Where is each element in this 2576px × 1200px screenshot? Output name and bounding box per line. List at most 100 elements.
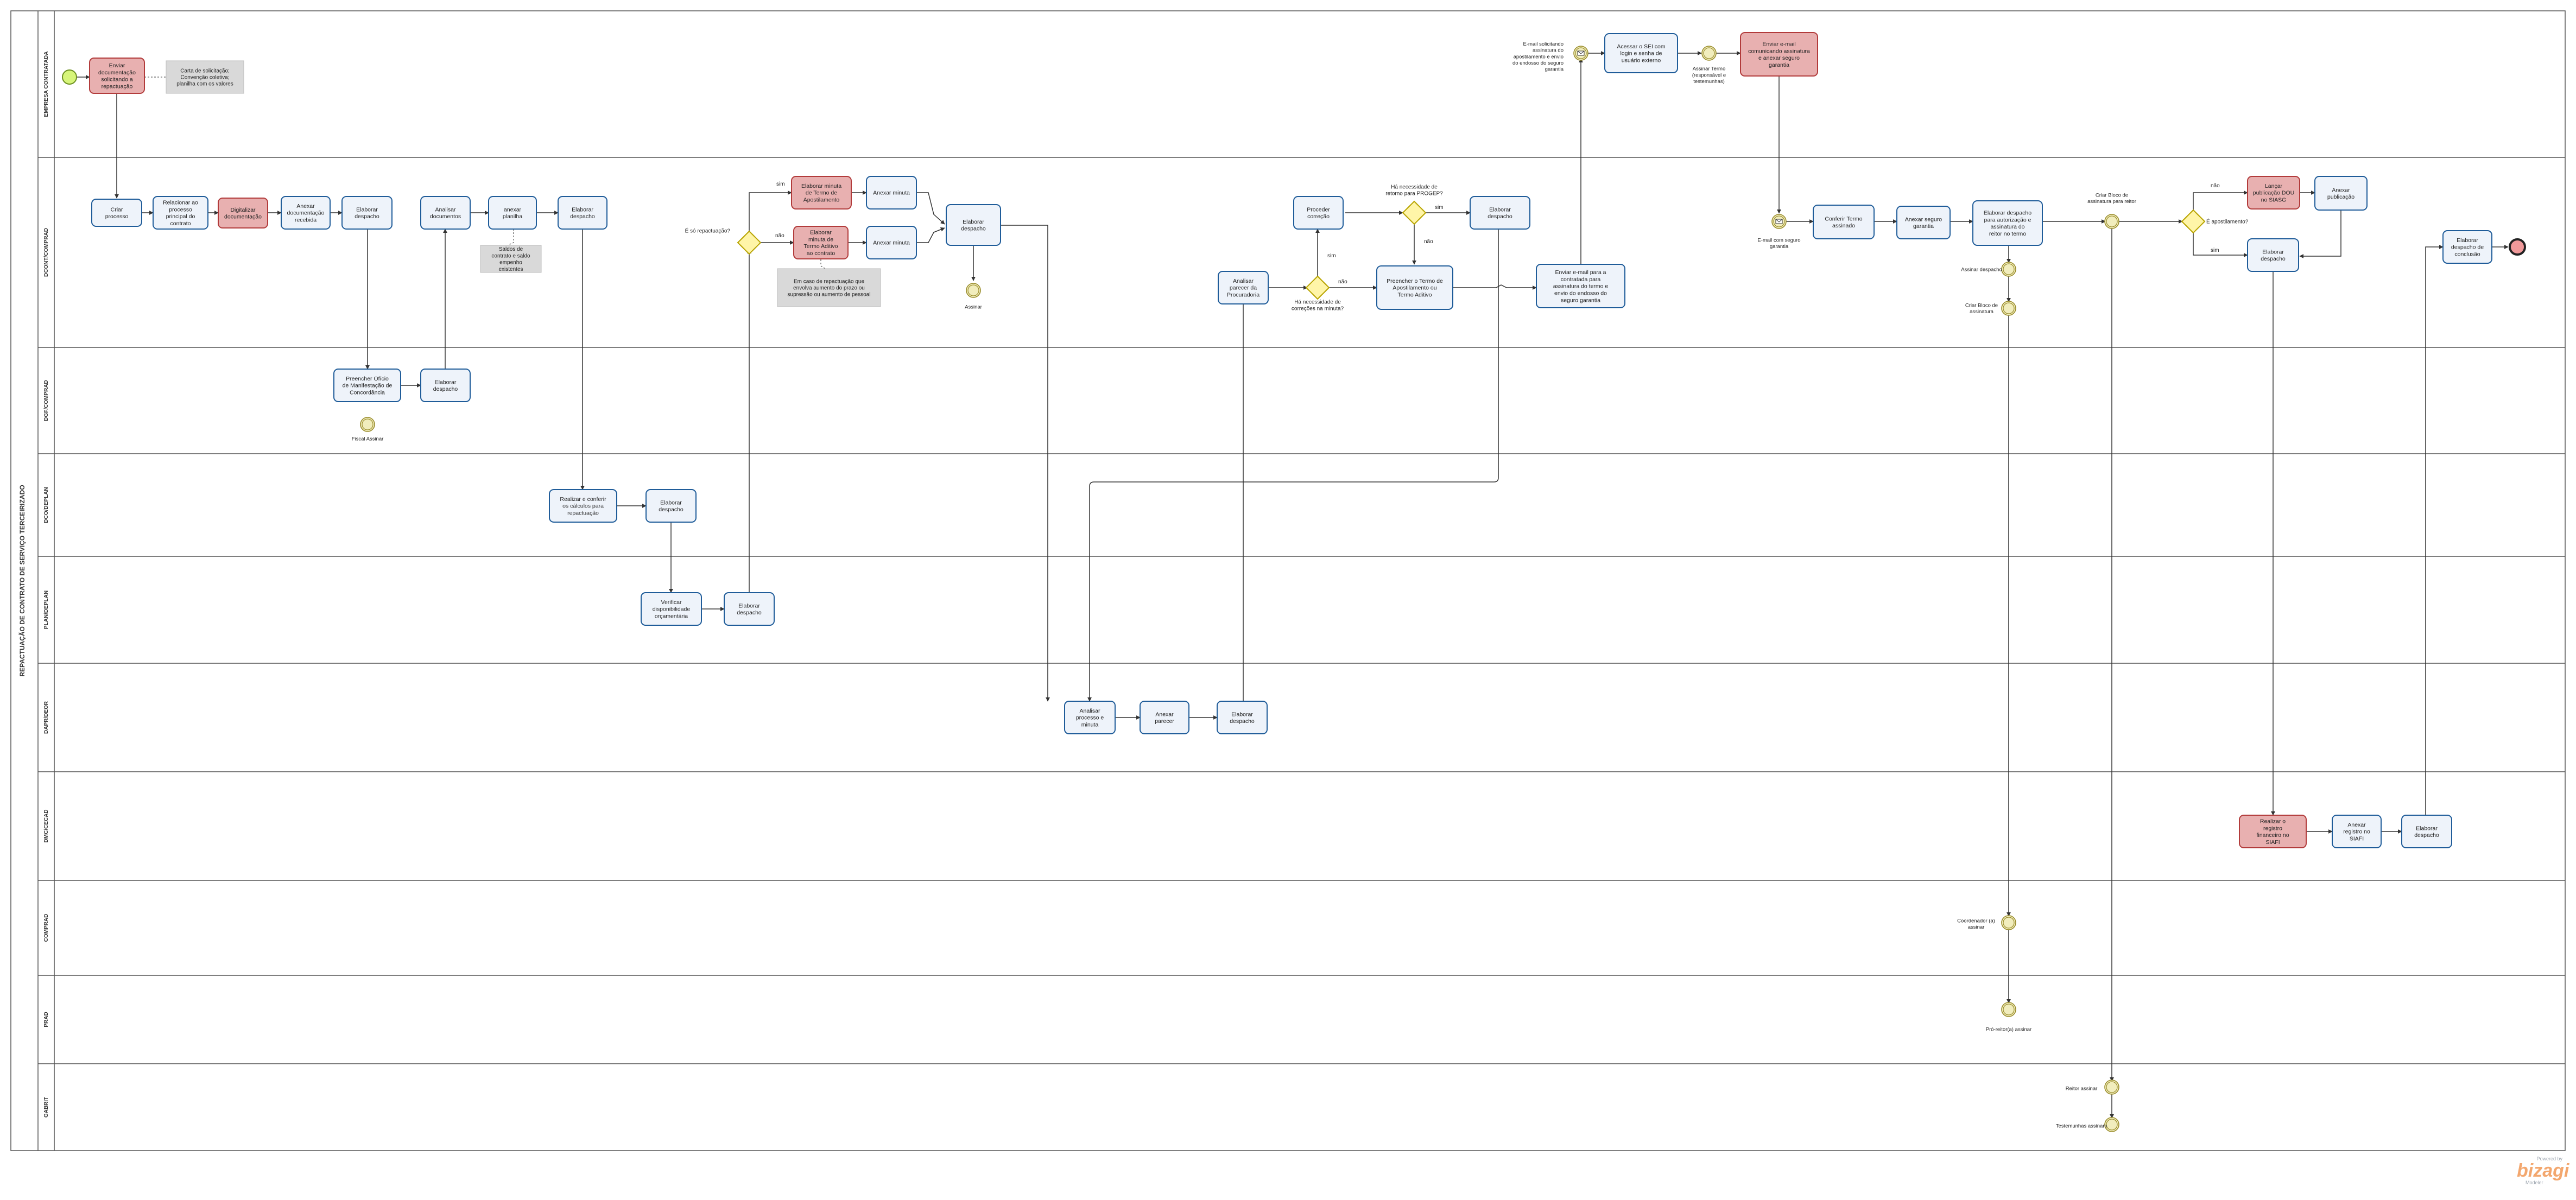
task-label: Anexar minuta (873, 240, 910, 246)
task-anexar-minuta-1[interactable]: Anexar minuta (866, 176, 917, 209)
task-anexar-minuta-2[interactable]: Anexar minuta (866, 226, 917, 259)
watermark-small: Powered by (2536, 1156, 2562, 1161)
end-event[interactable] (2509, 238, 2526, 256)
flow-condition-label: não (1424, 239, 1433, 245)
pool-title: REPACTUAÇÃO DE CONTRATO DE SERVIÇO TERCE… (18, 485, 26, 676)
lane-label: COMPRAD (43, 914, 49, 942)
lane: DCO/DEPLAN (38, 453, 2565, 523)
lane: DGF/COMPRAD (38, 347, 2565, 421)
intermediate-event-fiscal-assinar[interactable]: Fiscal Assinar (352, 417, 384, 442)
lane: DAPR/DEOR (38, 663, 2565, 734)
lane-label: DCONT/COMPRAD (43, 228, 49, 277)
lane-label: PRAD (43, 1012, 49, 1027)
intermediate-event-pro-reitor-assinar[interactable]: Pró-reitor(a) assinar (1986, 1002, 2031, 1032)
flow (916, 227, 945, 243)
flow-condition-label: não (1338, 279, 1347, 285)
intermediate-event-assinar-despacho[interactable]: Assinar despacho (1961, 262, 2016, 277)
event-label: Testemunhas assinam (2056, 1123, 2107, 1129)
lanes: EMPRESA CONTRATADADCONT/COMPRADDGF/COMPR… (38, 52, 2565, 1118)
annotation-text: Carta de solicitação;Convenção coletiva;… (176, 68, 233, 87)
lane: DMC/CECAD (38, 771, 2565, 843)
lane: PLAN/DEPLAN (38, 556, 2565, 629)
flow (916, 192, 945, 225)
intermediate-event-assinar-1[interactable]: Assinar (965, 283, 982, 310)
start-event[interactable] (62, 69, 77, 85)
event-label: Reitor assinar (2066, 1085, 2098, 1091)
flow (1453, 284, 1537, 290)
intermediate-event-testemunhas-assinam[interactable]: Testemunhas assinam (2056, 1117, 2119, 1132)
intermediate-event-reitor-assinar[interactable]: Reitor assinar (2066, 1080, 2119, 1095)
gateway-e-apostilamento[interactable]: É apostilamento? (2181, 209, 2249, 234)
gateway-e-so-repactuacao[interactable]: É só repactuação? (685, 227, 762, 255)
intermediate-event-coordenador-assinar[interactable]: Coordenador (a)assinar (1957, 915, 2016, 930)
flow (1087, 229, 1499, 702)
